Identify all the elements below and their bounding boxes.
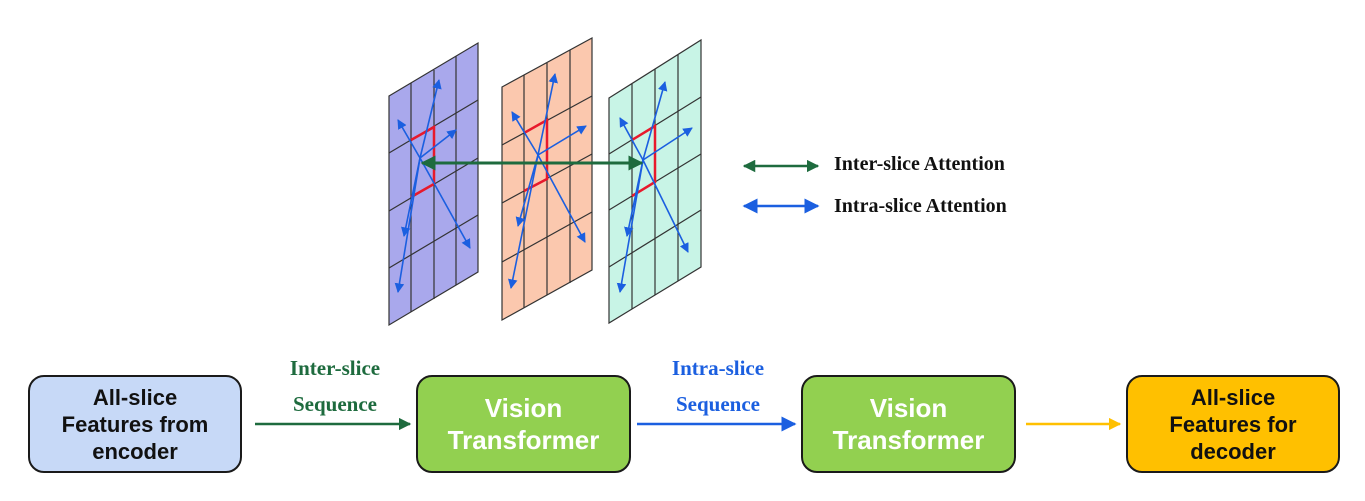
slice-3-intra-arrows (616, 81, 693, 293)
intra-sequence-line-1: Intra-slice (671, 356, 765, 380)
vt1-line-2: Transformer (447, 425, 600, 455)
output-line-2: Features for (1169, 411, 1297, 437)
inter-sequence-line-1: Inter-slice (289, 356, 381, 380)
output-line-1: All-slice (1190, 384, 1276, 410)
slice-3 (608, 38, 702, 325)
slice-1 (388, 41, 479, 327)
input-line-3: encoder (92, 438, 178, 464)
inter-sequence-line-2: Sequence (293, 392, 377, 416)
output-features-box: All-slice Features for decoder (1126, 375, 1340, 473)
slice-2 (501, 36, 593, 322)
vision-transformer-box-2: Vision Transformer (801, 375, 1016, 473)
vt2-line-2: Transformer (832, 425, 985, 455)
slice-1-intra-arrows (394, 79, 471, 293)
legend-inter-label: Inter-slice Attention (834, 153, 1005, 175)
intra-sequence-line-2: Sequence (676, 392, 760, 416)
input-line-1: All-slice (92, 384, 178, 410)
input-features-box: All-slice Features from encoder (28, 375, 242, 473)
inter-sequence-label: Inter-slice Sequence (265, 350, 405, 422)
vt1-line-1: Vision (484, 393, 563, 423)
output-line-3: decoder (1190, 438, 1276, 464)
intra-sequence-label: Intra-slice Sequence (648, 350, 788, 422)
vt2-line-1: Vision (869, 393, 948, 423)
slice-3-highlight (631, 123, 657, 198)
legend-intra-label: Intra-slice Attention (834, 195, 1007, 217)
vision-transformer-box-1: Vision Transformer (416, 375, 631, 473)
input-line-2: Features from (61, 411, 209, 437)
